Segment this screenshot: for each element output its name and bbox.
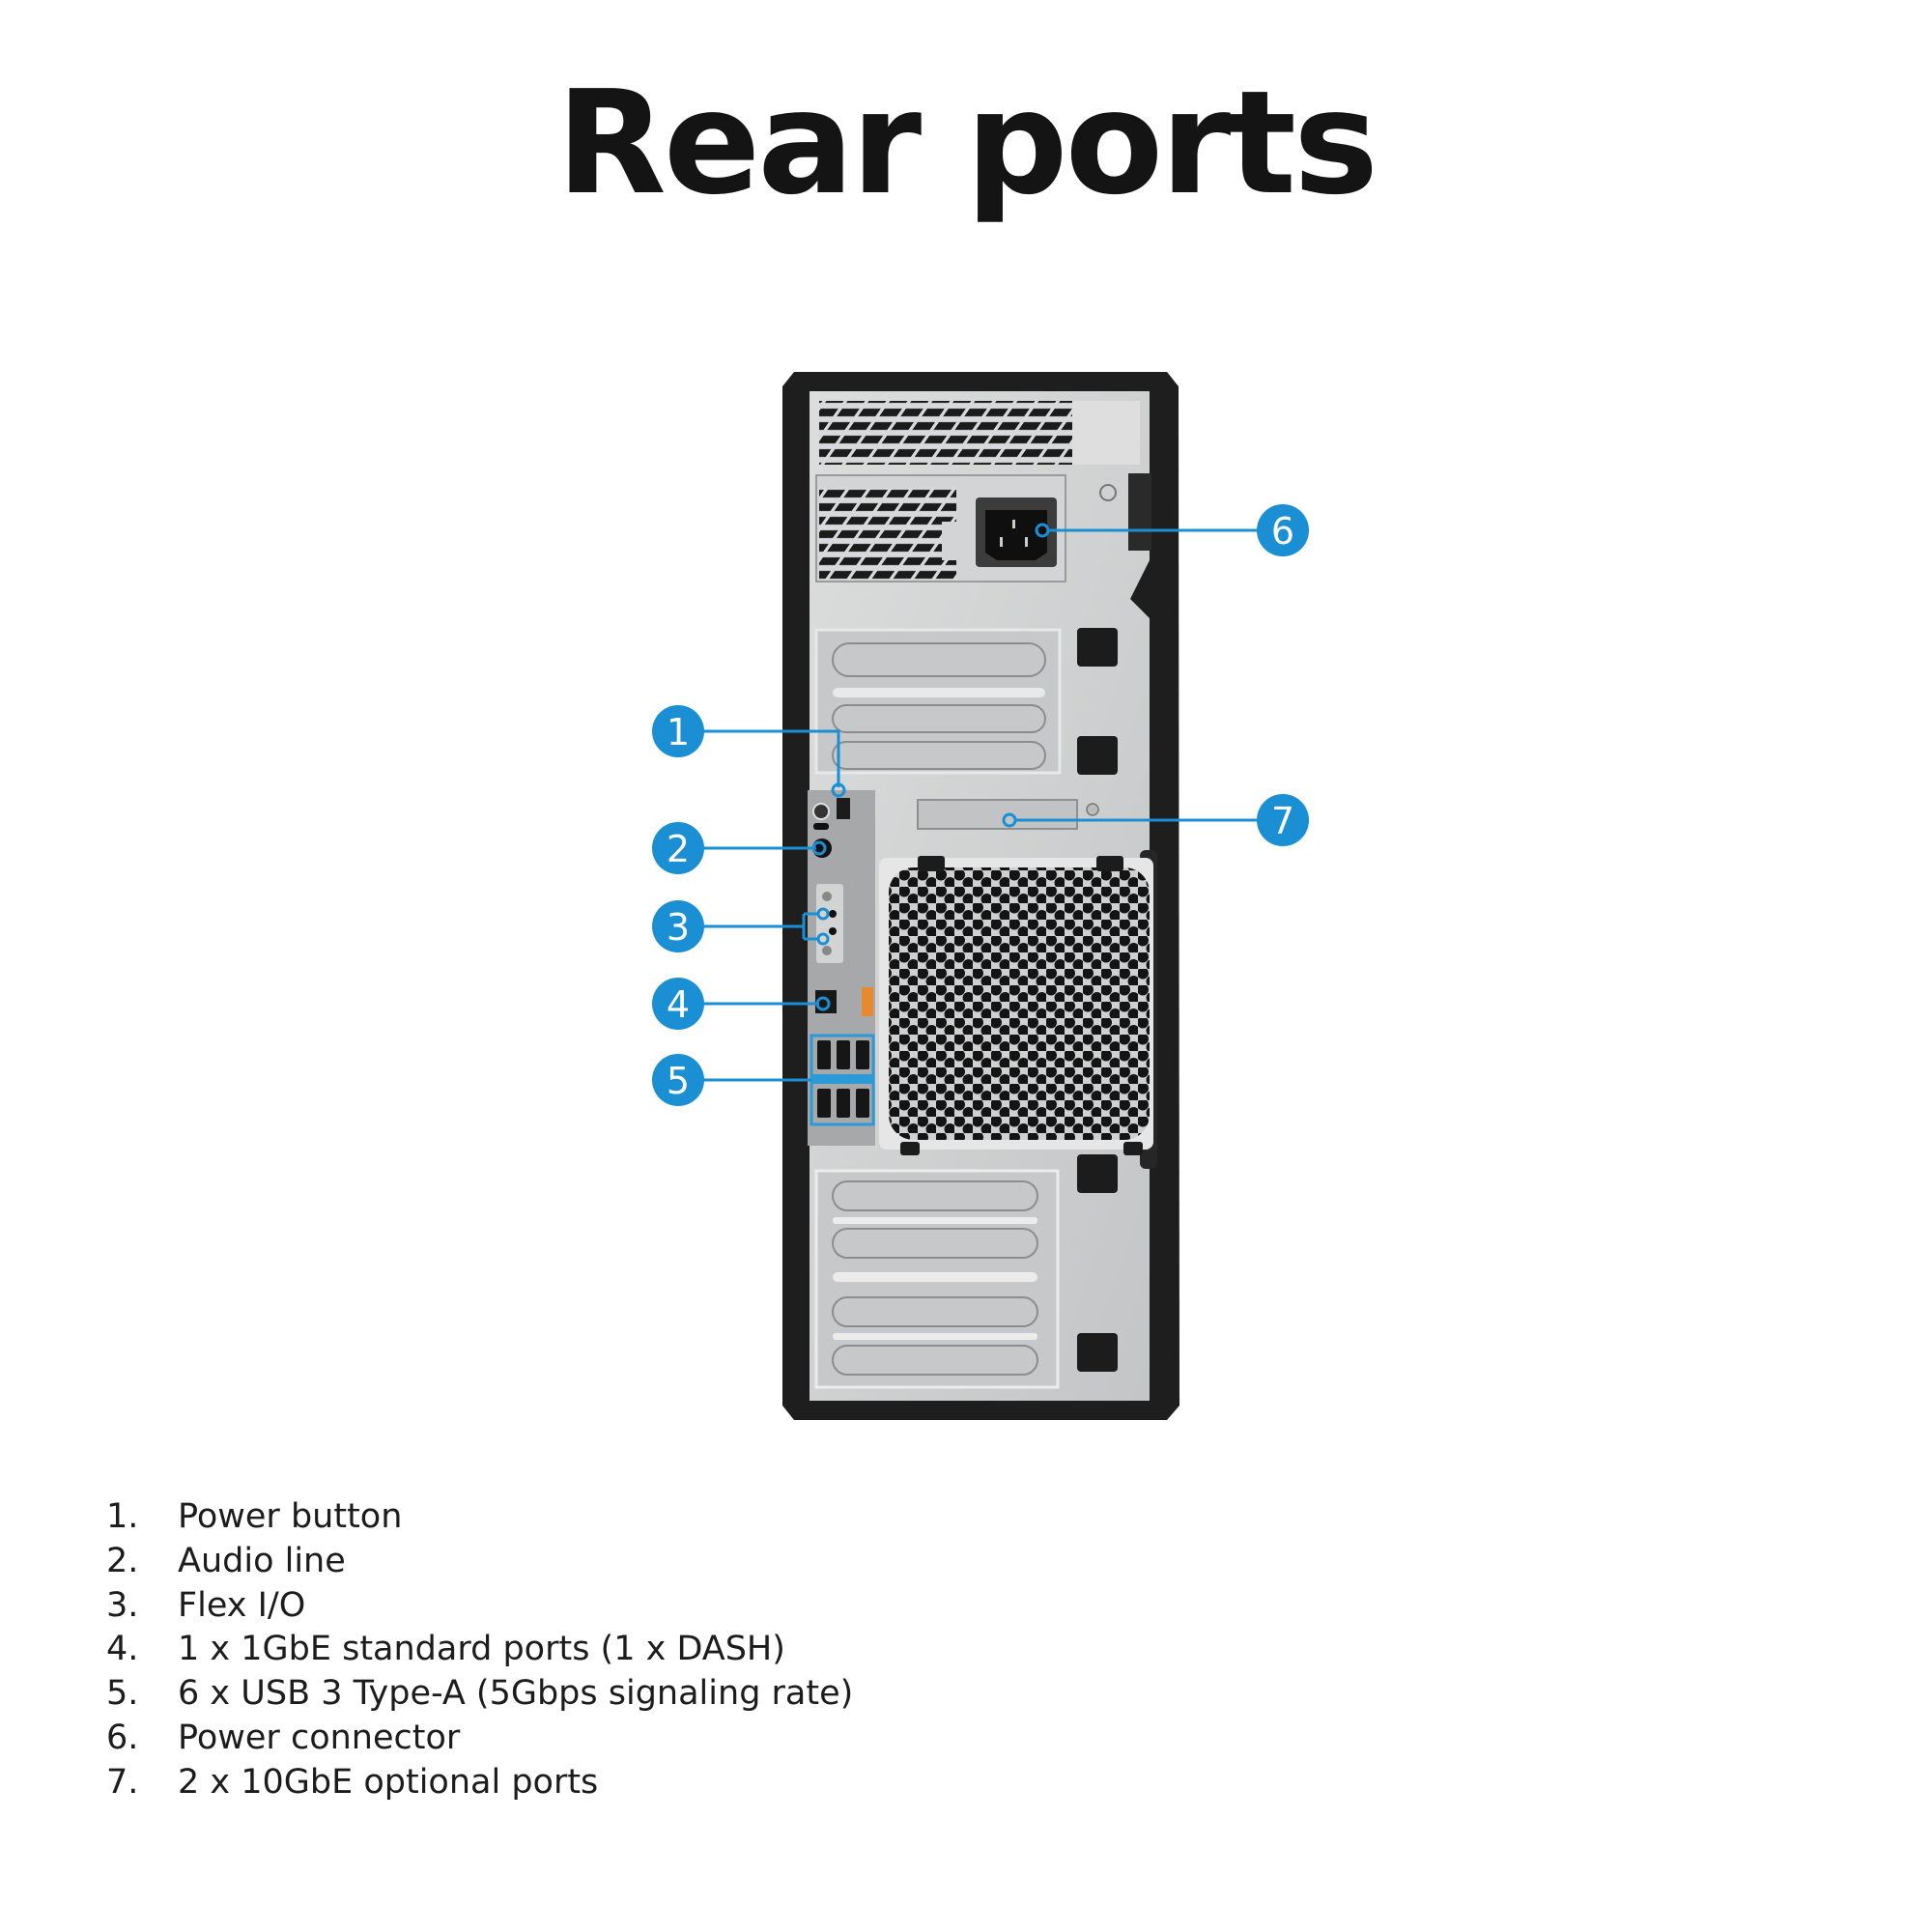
svg-text:1: 1 xyxy=(667,711,690,753)
leader-1 xyxy=(703,729,840,787)
leader-2-dot xyxy=(811,840,827,856)
dash-label xyxy=(862,987,873,1016)
svg-text:4: 4 xyxy=(667,983,690,1026)
leader-3-dot-b xyxy=(816,932,830,946)
legend-text: 2 x 10GbE optional ports xyxy=(178,1762,599,1802)
legend-item: 2. Audio line xyxy=(106,1540,853,1584)
page-title: Rear ports xyxy=(555,60,1378,226)
legend-index: 5. xyxy=(106,1674,139,1714)
legend-item: 6. Power connector xyxy=(106,1717,853,1761)
psu-module xyxy=(815,474,1117,582)
leader-1-dot xyxy=(831,782,846,798)
callout-badge-2: 2 xyxy=(652,822,704,874)
legend-item: 3. Flex I/O xyxy=(106,1584,853,1629)
legend-index: 2. xyxy=(106,1541,139,1580)
leader-3 xyxy=(703,912,819,941)
callout-badge-7: 7 xyxy=(1257,794,1309,846)
legend-index: 1. xyxy=(106,1497,139,1536)
power-connector-socket xyxy=(985,510,1047,560)
leader-4-dot xyxy=(815,996,831,1011)
pcie-slots-lower xyxy=(814,1154,1118,1389)
callout-badge-4: 4 xyxy=(652,978,704,1030)
legend-item: 4. 1 x 1GbE standard ports (1 x DASH) xyxy=(106,1628,853,1672)
port-legend-list: 1. Power button 2. Audio line 3. Flex I/O 4… xyxy=(106,1495,853,1805)
legend-text: Power connector xyxy=(178,1718,461,1757)
legend-index: 4. xyxy=(106,1630,139,1669)
legend-text: 1 x 1GbE standard ports (1 x DASH) xyxy=(178,1630,785,1669)
optional-10gbe-bracket xyxy=(917,799,1099,830)
leader-3-dot-a xyxy=(816,907,830,921)
svg-text:3: 3 xyxy=(667,906,690,949)
legend-item: 7. 2 x 10GbE optional ports xyxy=(106,1761,853,1805)
svg-text:6: 6 xyxy=(1271,510,1294,553)
callout-badge-3: 3 xyxy=(652,900,704,952)
fan-grille xyxy=(879,856,1153,1155)
svg-text:7: 7 xyxy=(1271,800,1294,842)
power-button xyxy=(837,798,850,819)
callout-badge-6: 6 xyxy=(1257,504,1309,556)
legend-item: 5. 6 x USB 3 Type-A (5Gbps signaling rate… xyxy=(106,1672,853,1717)
legend-item: 1. Power button xyxy=(106,1495,853,1540)
callout-badge-5: 5 xyxy=(652,1054,704,1106)
callout-leaders xyxy=(703,523,1258,1082)
callout-badge-1: 1 xyxy=(652,705,704,757)
svg-text:5: 5 xyxy=(667,1060,690,1102)
legend-index: 7. xyxy=(106,1762,139,1802)
legend-text: 6 x USB 3 Type-A (5Gbps signaling rate) xyxy=(178,1674,854,1714)
svg-text:2: 2 xyxy=(667,828,690,870)
legend-text: Power button xyxy=(178,1497,403,1536)
leader-6-dot xyxy=(1035,523,1050,538)
legend-text: Flex I/O xyxy=(178,1585,306,1625)
psu-vent-top xyxy=(819,401,1140,465)
legend-index: 3. xyxy=(106,1585,139,1625)
leader-7-dot xyxy=(1002,812,1017,828)
rear-io-panel xyxy=(808,790,875,1146)
usb-ports xyxy=(817,1040,869,1118)
legend-index: 6. xyxy=(106,1718,139,1757)
legend-text: Audio line xyxy=(178,1541,346,1580)
pcie-slots-upper xyxy=(814,628,1118,775)
